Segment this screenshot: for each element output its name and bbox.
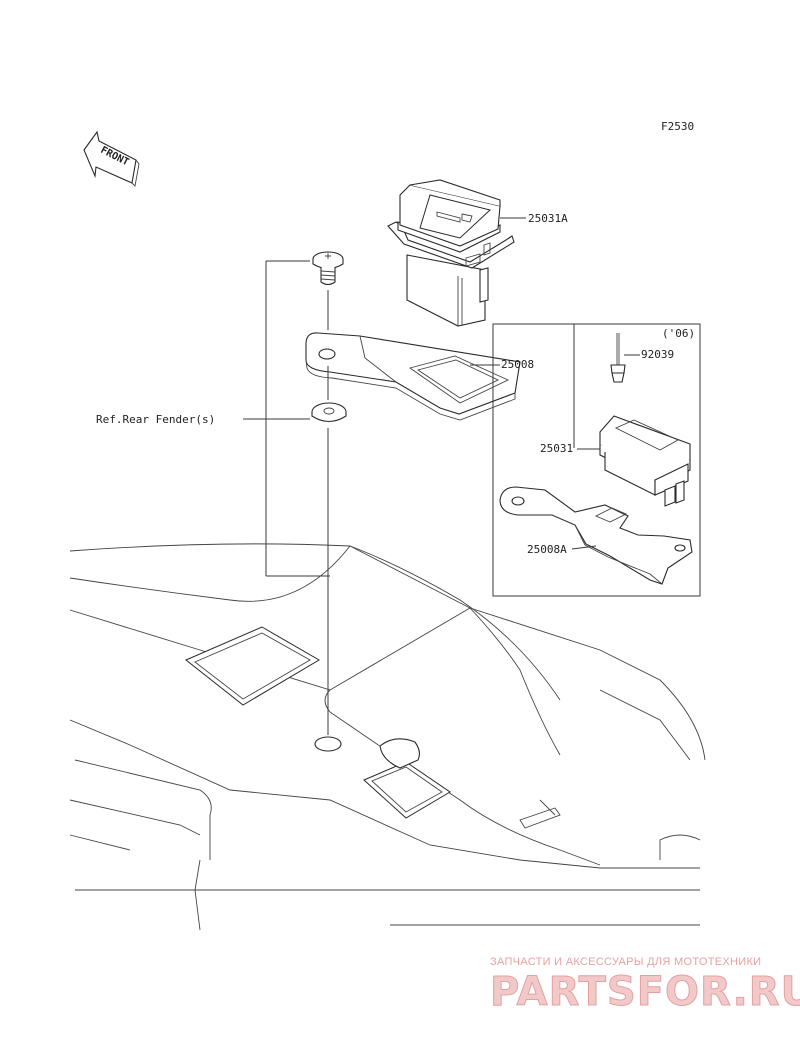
bolt-icon	[312, 251, 344, 286]
bracket-25008a	[499, 486, 693, 585]
part-label-25031a: 25031A	[528, 212, 568, 225]
inset-box-06	[492, 323, 701, 597]
figure-code: F2530	[661, 120, 694, 133]
meter-25031	[599, 415, 691, 507]
part-label-92039: 92039	[641, 348, 674, 361]
part-label-25008: 25008	[501, 358, 534, 371]
part-label-25008a: 25008A	[527, 543, 567, 556]
watermark-brand: PARTSFOR.RU	[490, 969, 800, 1015]
washer-icon	[311, 402, 347, 423]
bracket-25008	[305, 332, 521, 421]
part-label-25031: 25031	[540, 442, 573, 455]
watermark: ЗАПЧАСТИ И АКСЕССУАРЫ ДЛЯ МОТОТЕХНИКИ PA…	[490, 956, 800, 1016]
watermark-tagline: ЗАПЧАСТИ И АКСЕССУАРЫ ДЛЯ МОТОТЕХНИКИ	[490, 956, 761, 968]
ref-rear-fender-label: Ref.Rear Fender(s)	[96, 413, 215, 426]
rear-fender-outline	[69, 543, 706, 931]
inset-year-label: ('06)	[662, 327, 695, 340]
meter-25031a	[387, 179, 515, 327]
rivet-icon	[610, 333, 626, 383]
front-arrow-icon: FRONT	[83, 130, 140, 187]
